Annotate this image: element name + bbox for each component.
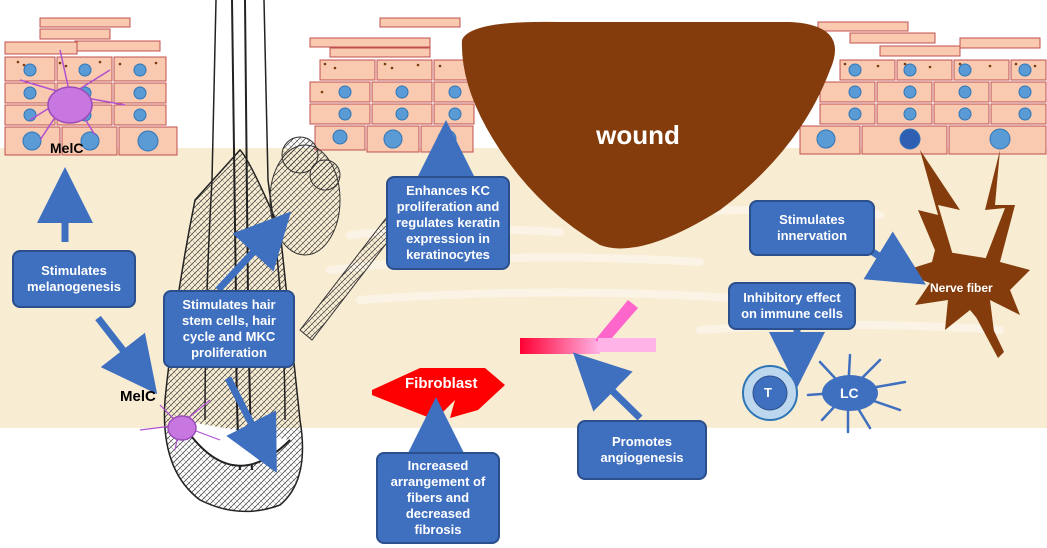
arrow-to-sebaceous: [215, 211, 292, 293]
arrow-to-vessel: [572, 352, 643, 421]
nerve-fiber: [900, 150, 1030, 358]
fibroblast-shape: [372, 368, 505, 420]
melanocyte-top-body: [47, 86, 93, 124]
melc-top-label: MelC: [50, 140, 84, 156]
keratin-granules: [16, 60, 1037, 94]
fibrosis-box: Increased arrangement of fibers and decr…: [376, 452, 500, 544]
blood-vessel: [520, 300, 656, 354]
arrow-to-bulb: [224, 376, 277, 473]
epidermis-left: [4, 17, 178, 156]
lc-label: LC: [840, 385, 859, 401]
nerve-fiber-label: Nerve fiber: [930, 281, 993, 295]
innervation-box: Stimulates innervation: [749, 200, 875, 256]
langerhans-cell-body: [822, 375, 878, 411]
kc-box: Enhances KC proliferation and regulates …: [386, 176, 510, 270]
arrows: [37, 120, 926, 473]
melanocyte-bottom-body: [167, 415, 197, 441]
fibroblast-label: Fibroblast: [405, 375, 478, 392]
angiogenesis-box: Promotes angiogenesis: [577, 420, 707, 480]
dermis-layer: [0, 148, 1047, 428]
wound-label: wound: [596, 120, 680, 150]
melanogenesis-box: Stimulates melanogenesis: [12, 250, 136, 308]
melanocyte-bottom: [139, 399, 221, 451]
immune-box: Inhibitory effect on immune cells: [728, 282, 856, 330]
hair-stem-box: Stimulates hair stem cells, hair cycle a…: [163, 290, 295, 368]
arrow-to-melc-bottom: [95, 315, 158, 395]
epidermis-right-nuclei: [816, 63, 1032, 150]
melc-bottom-label: MelC: [120, 388, 156, 405]
t-cell-label: T: [764, 385, 772, 400]
wound-shape: [461, 21, 835, 249]
